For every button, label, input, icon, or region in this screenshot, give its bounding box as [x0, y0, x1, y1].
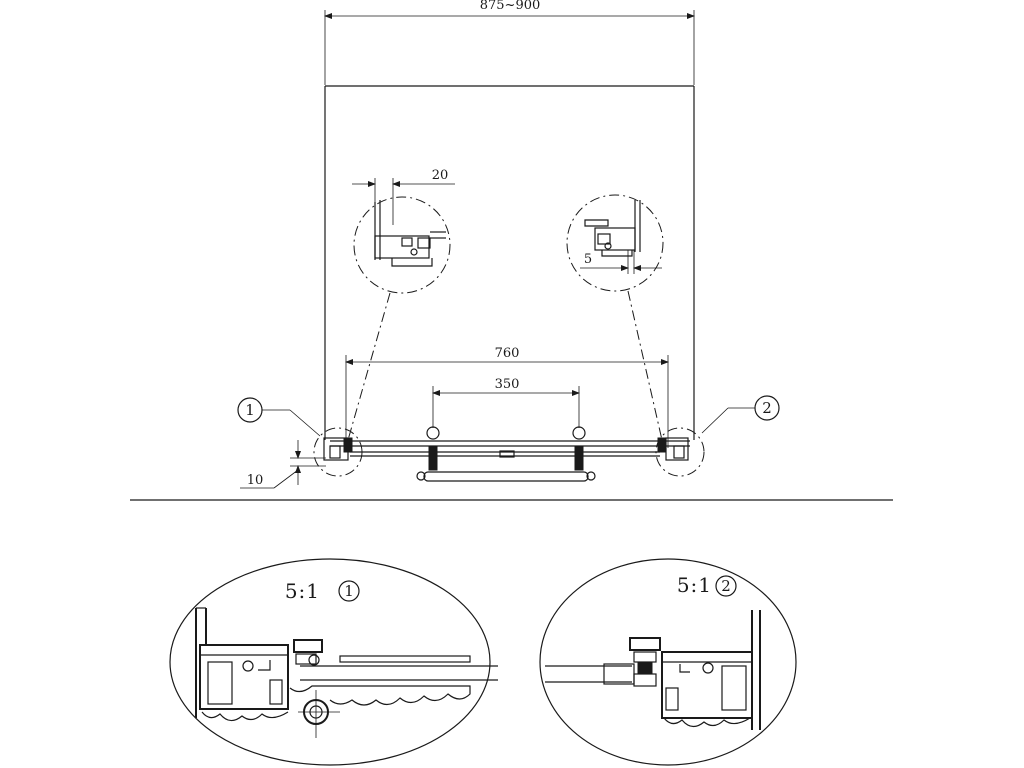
detail-view-1-ref: 1 [344, 582, 354, 600]
door-plan-view [323, 426, 690, 482]
detail-right-gap-label: 5 [584, 252, 592, 267]
end-detail-circles [313, 427, 705, 477]
overall-width-label: 875~900 [480, 0, 541, 13]
detail-right-gap-dimension: 5 [580, 250, 662, 274]
detail-view-1: 5:1 1 [169, 558, 498, 766]
bottom-offset-dimension: 10 [240, 440, 326, 489]
detail-left-width-label: 20 [432, 168, 449, 183]
callout-2: 2 [701, 395, 780, 434]
callout-2-number: 2 [762, 399, 772, 417]
detail-view-2: 5:1 2 [539, 558, 797, 766]
handle-span-dimension: 350 [432, 377, 580, 428]
handle-span-label: 350 [495, 377, 520, 392]
detail-view-1-scale: 5:1 [285, 579, 320, 603]
bottom-offset-label: 10 [247, 473, 264, 488]
detail-view-2-scale: 5:1 [677, 573, 712, 597]
callout-1-number: 1 [245, 401, 255, 419]
detail-circle-left [353, 196, 451, 294]
overall-width-dimension: 875~900 [324, 0, 695, 85]
detail-view-2-ref: 2 [721, 577, 731, 595]
detail-leader-lines [347, 290, 663, 441]
shower-enclosure-outline [324, 85, 695, 440]
detail-circle-right [566, 194, 664, 292]
detail-left-width-dimension: 20 [352, 168, 455, 225]
rail-span-dimension: 760 [345, 346, 669, 448]
callout-1: 1 [237, 397, 321, 437]
rail-span-label: 760 [495, 346, 520, 361]
